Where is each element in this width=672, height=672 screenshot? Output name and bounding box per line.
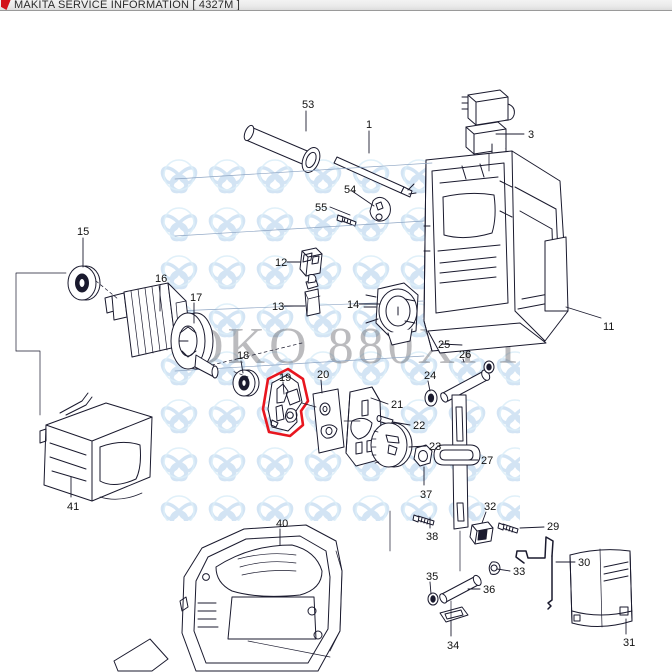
window-titlebar: MAKITA SERVICE INFORMATION [ 4327M ]: [0, 0, 672, 11]
part-callout-13: 13: [272, 301, 285, 313]
part-18-shape: [232, 369, 260, 397]
part-29-shape: [497, 522, 519, 534]
part-19-highlight-outline: [261, 367, 310, 438]
parts-diagram-canvas: OKO 880XPT: [0, 11, 672, 672]
part-23-shape: [370, 422, 413, 468]
part-callout-29: 29: [547, 521, 560, 533]
part-17-fan-shape: [170, 312, 219, 379]
part-callout-11: 11: [603, 321, 615, 333]
part-32-shape: [469, 521, 494, 545]
part-11-shape: [423, 150, 569, 354]
part-callout-1: 1: [366, 119, 373, 131]
part-34-shape: [439, 606, 469, 623]
part-40-shape: [113, 524, 343, 672]
part-54-shape: [369, 196, 391, 222]
part-callout-20: 20: [317, 369, 330, 381]
part-callout-36: 36: [483, 584, 496, 596]
part-callout-22: 22: [413, 420, 426, 432]
part-callout-26: 26: [459, 349, 472, 361]
part-31-shape: [569, 548, 633, 628]
part-callout-21: 21: [391, 399, 404, 411]
part-callout-18: 18: [237, 350, 250, 362]
part-36-shape: [439, 574, 482, 604]
part-14-shape: [363, 282, 419, 346]
part-55-shape: [336, 214, 357, 227]
part-callout-23: 23: [429, 441, 442, 453]
part-callout-31: 31: [623, 637, 636, 649]
part-callout-17: 17: [190, 292, 203, 304]
part-callout-16: 16: [155, 273, 168, 285]
part-callout-32: 32: [484, 501, 497, 513]
part-callout-53: 53: [302, 99, 315, 111]
part-35-shape: [427, 592, 439, 606]
part-callout-24: 24: [424, 370, 437, 382]
part-callout-33: 33: [513, 566, 526, 578]
part-callout-27: 27: [481, 455, 494, 467]
part-20-shape: [312, 388, 345, 454]
part-callout-15: 15: [77, 226, 90, 238]
part-38-shape: [412, 514, 435, 526]
part-12-shape: [299, 247, 323, 277]
part-33-shape: [488, 561, 501, 575]
part-callout-55: 55: [315, 202, 328, 214]
part-callout-37: 37: [420, 489, 433, 501]
exploded-view-artwork: [15, 89, 633, 672]
part-callout-3: 3: [528, 129, 535, 141]
window-title: MAKITA SERVICE INFORMATION [ 4327M ]: [14, 0, 241, 11]
part-callout-30: 30: [578, 557, 591, 569]
part-13-shape: [304, 274, 321, 317]
callout-leader-lines: [15, 110, 627, 637]
part-callout-19: 19: [279, 372, 292, 384]
part-15-shape: [67, 265, 101, 301]
part-callout-40: 40: [276, 518, 289, 530]
part-callout-41: 41: [67, 501, 80, 513]
part-16-armature-shape: [104, 282, 193, 358]
part-callout-25: 25: [438, 339, 451, 351]
part-53-shape: [243, 124, 321, 173]
part-27-shape: [433, 394, 481, 530]
part-1-shape: [333, 156, 417, 198]
part-callout-54: 54: [344, 184, 357, 196]
part-19-shape: [267, 374, 303, 432]
part-callout-12: 12: [275, 257, 288, 269]
part-24-shape: [424, 389, 438, 407]
part-callout-14: 14: [347, 299, 360, 311]
makita-logo-icon: [1, 0, 11, 10]
part-3-shape: [461, 89, 515, 160]
part-callout-35: 35: [426, 571, 439, 583]
part-37-shape: [413, 444, 433, 467]
part-26-shape: [483, 360, 495, 374]
part-callout-38: 38: [426, 531, 439, 543]
part-25-shape: [440, 369, 491, 403]
part-callout-34: 34: [447, 640, 460, 652]
part-30-shape: [515, 536, 554, 610]
part-41-shape: [39, 392, 153, 502]
